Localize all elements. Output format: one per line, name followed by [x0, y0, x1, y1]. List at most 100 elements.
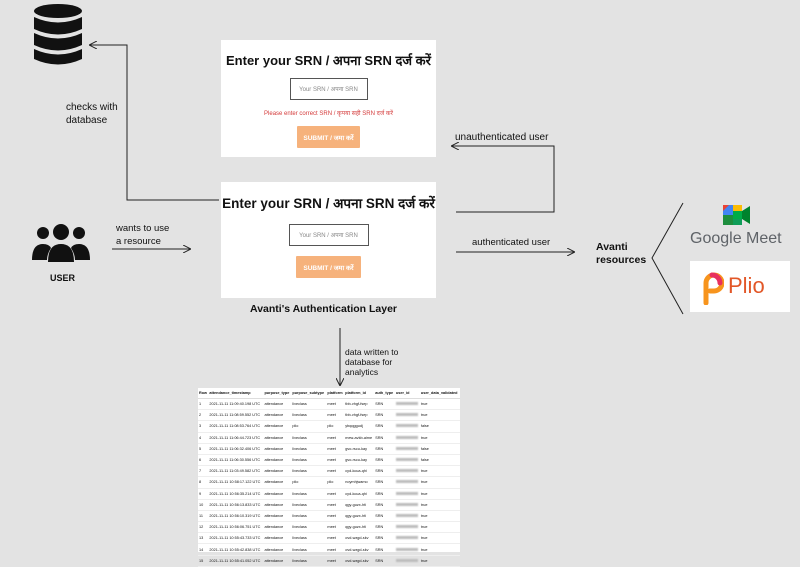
- cell-user-id: [394, 510, 420, 523]
- cell-platform-id: mew-avkb-aime: [344, 432, 375, 444]
- submit-button[interactable]: SUBMIT / जमा करें: [296, 256, 361, 278]
- cell-attendance-timestamp: 2021-11-11 10:56:13.833 UTC: [208, 499, 264, 511]
- cell-auth-type: SRN: [374, 409, 395, 422]
- cell-platform: meet: [326, 465, 345, 478]
- cell-row-number: 7: [198, 465, 209, 478]
- cell-user-data-validated: true: [419, 432, 460, 444]
- cell-user-data-validated: true: [419, 476, 460, 489]
- srn-input[interactable]: Your SRN / अपना SRN: [289, 78, 368, 100]
- table-header-row: Row attendance_timestamp purpose_type pu…: [198, 388, 460, 399]
- cell-user-data-validated: true: [419, 532, 460, 545]
- database-icon: [34, 4, 82, 65]
- cell-user-data-validated: true: [419, 488, 460, 500]
- cell-attendance-timestamp: 2021-11-11 10:55:43.733 UTC: [208, 532, 264, 545]
- cell-platform: meet: [326, 543, 345, 556]
- cell-platform: plio: [326, 420, 345, 433]
- plio-icon: [703, 272, 724, 305]
- cell-purpose-subtype: liveclass: [291, 454, 327, 467]
- redacted-user-id: [395, 413, 418, 417]
- cell-purpose-subtype: liveclass: [291, 510, 327, 523]
- cell-row-number: 15: [198, 555, 209, 567]
- cell-auth-type: SRN: [374, 521, 395, 534]
- redacted-user-id: [395, 502, 418, 506]
- cell-purpose-type: attendance: [263, 420, 292, 433]
- cell-user-id: [394, 532, 420, 545]
- cell-auth-type: SRN: [374, 398, 395, 411]
- srn-input[interactable]: Your SRN / अपना SRN: [288, 224, 369, 246]
- cell-row-number: 11: [198, 510, 209, 523]
- cell-platform-id: qgy-guzx-hti: [344, 521, 375, 534]
- cell-attendance-timestamp: 2021-11-11 10:56:06.751 UTC: [208, 521, 264, 534]
- header-purpose-type: purpose_type: [263, 388, 292, 399]
- cell-purpose-subtype: plio: [291, 476, 327, 489]
- cell-attendance-timestamp: 2021-11-11 10:55:41.052 UTC: [208, 555, 264, 567]
- cell-user-data-validated: true: [419, 398, 460, 411]
- cell-auth-type: SRN: [374, 476, 395, 489]
- cell-purpose-subtype: liveclass: [291, 398, 327, 411]
- cell-user-id: [394, 443, 420, 455]
- redacted-user-id: [395, 435, 418, 439]
- header-purpose-subtype: purpose_subtype: [291, 388, 327, 399]
- cell-auth-type: SRN: [374, 499, 395, 511]
- cell-platform-id: noymhjwamo: [344, 476, 375, 489]
- cell-purpose-subtype: liveclass: [291, 555, 327, 567]
- user-group-icon: [32, 224, 90, 262]
- cell-platform-id: cyd-kcua-qhi: [344, 465, 375, 478]
- submit-button[interactable]: SUBMIT / जमा करें: [297, 126, 360, 148]
- cell-platform: meet: [326, 555, 345, 567]
- cell-purpose-subtype: liveclass: [291, 443, 327, 455]
- redacted-user-id: [395, 458, 418, 462]
- cell-user-data-validated: true: [419, 555, 460, 567]
- cell-attendance-timestamp: 2021-11-11 10:56:35.214 UTC: [208, 488, 264, 500]
- cell-platform: meet: [326, 398, 345, 411]
- cell-user-data-validated: false: [419, 420, 460, 433]
- header-attendance-timestamp: attendance_timestamp: [208, 388, 264, 399]
- cell-platform: meet: [326, 409, 345, 422]
- cell-row-number: 9: [198, 488, 209, 500]
- cell-platform: meet: [326, 454, 345, 467]
- analytics-table: Row attendance_timestamp purpose_type pu…: [198, 388, 460, 567]
- cell-platform: meet: [326, 510, 345, 523]
- cell-purpose-type: attendance: [263, 443, 292, 455]
- cell-purpose-subtype: liveclass: [291, 499, 327, 511]
- cell-user-data-validated: true: [419, 409, 460, 422]
- redacted-user-id: [395, 402, 418, 406]
- arrow-unauthenticated: [452, 146, 555, 213]
- header-platform-id: platform_id: [344, 388, 375, 399]
- error-message: Please enter correct SRN / कृपया सही SRN…: [264, 111, 393, 117]
- cell-auth-type: SRN: [374, 443, 395, 455]
- cell-user-id: [394, 488, 420, 500]
- cell-platform-id: qgy-guzx-hti: [344, 499, 375, 511]
- cell-auth-type: SRN: [374, 420, 395, 433]
- checks-with-database-label: checks with database: [66, 102, 118, 126]
- redacted-user-id: [395, 536, 418, 540]
- user-label: USER: [50, 273, 76, 283]
- cell-purpose-subtype: liveclass: [291, 409, 327, 422]
- cell-user-data-validated: true: [419, 499, 460, 511]
- cell-user-data-validated: false: [419, 454, 460, 467]
- cell-user-data-validated: true: [419, 510, 460, 523]
- google-meet-logo: Google Meet: [690, 201, 790, 253]
- cell-row-number: 6: [198, 454, 209, 467]
- cell-purpose-type: attendance: [263, 555, 292, 567]
- cell-row-number: 10: [198, 499, 209, 511]
- cell-platform-id: ovd-wzgd-skv: [344, 532, 375, 545]
- cell-row-number: 12: [198, 521, 209, 534]
- header-user-id: user_id: [394, 388, 420, 399]
- redacted-user-id: [395, 547, 418, 551]
- cell-purpose-subtype: liveclass: [291, 521, 327, 534]
- header-platform: platform: [326, 388, 345, 399]
- cell-purpose-type: attendance: [263, 532, 292, 545]
- srn-card-title: Enter your SRN / अपना SRN दर्ज करें: [222, 196, 435, 211]
- cell-row-number: 13: [198, 532, 209, 545]
- cell-platform-id: ovd-wzgd-skv: [344, 555, 375, 567]
- cell-attendance-timestamp: 2021-11-11 10:56:10.319 UTC: [208, 510, 264, 523]
- cell-row-number: 1: [198, 398, 209, 411]
- redacted-user-id: [395, 446, 418, 450]
